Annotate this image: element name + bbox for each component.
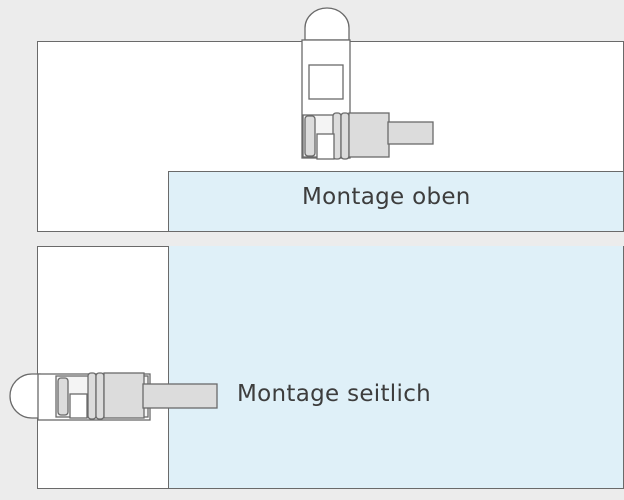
- top-device-nut-right: [340, 112, 350, 160]
- side-device-sleeve: [103, 372, 145, 419]
- side-device-plug: [69, 393, 88, 419]
- side-mounted-device: [9, 372, 218, 421]
- side-device-connector: [142, 383, 218, 409]
- side-device-nut-right: [95, 372, 105, 420]
- top-mount-zone: [168, 171, 623, 231]
- side-device-nut-left: [57, 377, 69, 416]
- top-device-window: [308, 64, 344, 100]
- top-device-nut-left: [304, 115, 316, 157]
- top-device-plug: [316, 133, 335, 160]
- top-device-connector: [387, 121, 434, 145]
- top-mount-label: Montage oben: [302, 184, 471, 210]
- top-device-sleeve: [348, 112, 390, 158]
- top-mounted-device: [301, 7, 434, 160]
- top-device-dome: [304, 7, 350, 41]
- side-mount-label: Montage seitlich: [237, 381, 432, 407]
- side-device-nut-mid: [87, 372, 97, 420]
- side-mount-zone: [168, 246, 623, 488]
- side-mount-panel: [37, 246, 624, 489]
- side-device-dome: [9, 373, 41, 419]
